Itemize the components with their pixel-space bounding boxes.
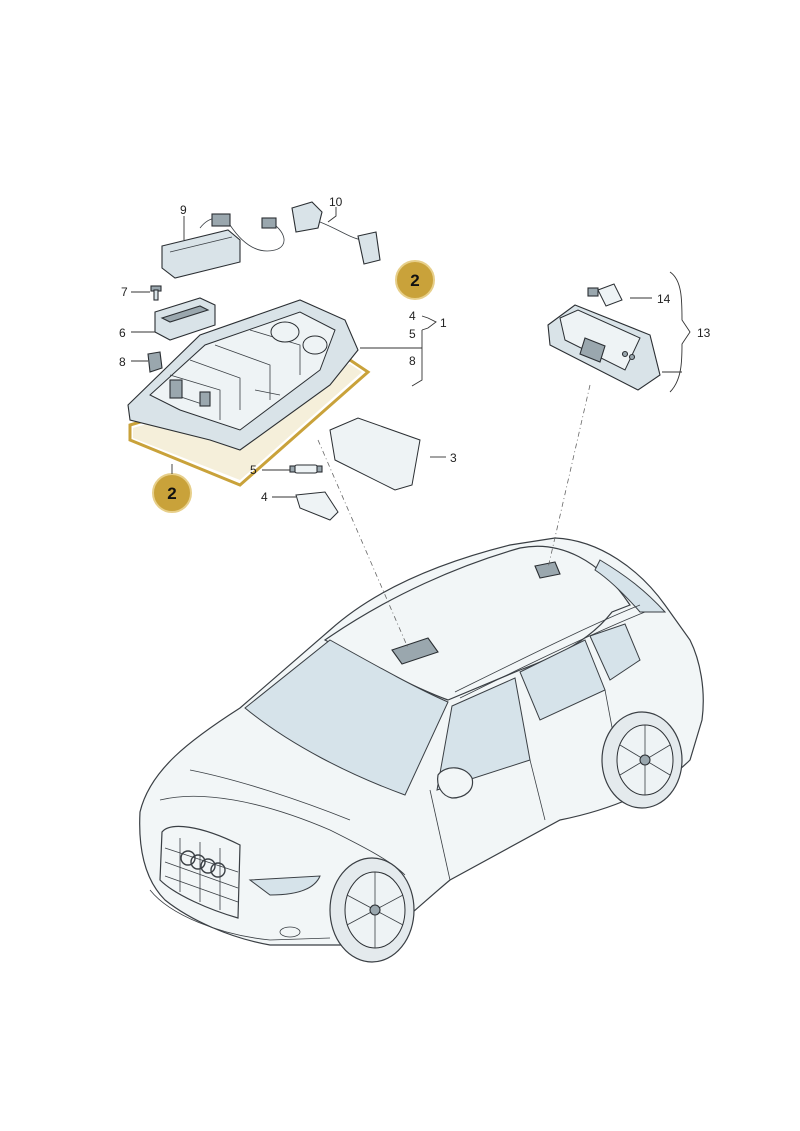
front-roof-module — [127, 201, 381, 487]
callout-3: 3 — [450, 451, 457, 465]
front-wheel — [329, 857, 415, 963]
badge-top-label: 2 — [410, 271, 419, 290]
wiring-harness — [291, 201, 323, 233]
reference-line-front — [317, 439, 409, 649]
car-illustration — [139, 537, 704, 963]
lens-part-3 — [329, 417, 421, 491]
callout-4-lower: 4 — [261, 490, 268, 504]
badge-bottom: 2 — [152, 473, 192, 513]
rear-interior-light — [547, 304, 661, 391]
bulb-part-14 — [587, 283, 623, 307]
brand-rings — [180, 850, 226, 878]
clip-part — [147, 351, 163, 373]
badge-bottom-label: 2 — [167, 484, 176, 503]
reference-line-rear — [547, 384, 591, 569]
callout-numbers: 9 10 7 6 8 4 5 8 1 3 5 4 14 13 — [119, 195, 711, 504]
roof-light-marker-rear — [534, 561, 561, 579]
callout-5-lower: 5 — [250, 463, 257, 477]
callout-4-upper: 4 — [409, 309, 416, 323]
callout-1: 1 — [440, 316, 447, 330]
callout-14: 14 — [657, 292, 671, 306]
control-unit — [161, 229, 241, 279]
lens-part-4 — [295, 491, 339, 521]
side-mirror — [437, 767, 474, 799]
callout-8-left: 8 — [119, 355, 126, 369]
rear-wheel — [601, 711, 683, 809]
callout-6: 6 — [119, 326, 126, 340]
bulb-part-5 — [289, 464, 323, 474]
windshield — [244, 639, 449, 796]
callout-10: 10 — [329, 195, 343, 209]
callout-5-upper: 5 — [409, 327, 416, 341]
callout-8-right: 8 — [409, 354, 416, 368]
badge-top: 2 — [395, 260, 435, 300]
callout-7: 7 — [121, 285, 128, 299]
callout-13: 13 — [697, 326, 711, 340]
leader-lines — [131, 207, 691, 498]
screw-part — [150, 285, 162, 301]
roof-light-marker-front — [391, 637, 439, 665]
callout-9: 9 — [180, 203, 187, 217]
